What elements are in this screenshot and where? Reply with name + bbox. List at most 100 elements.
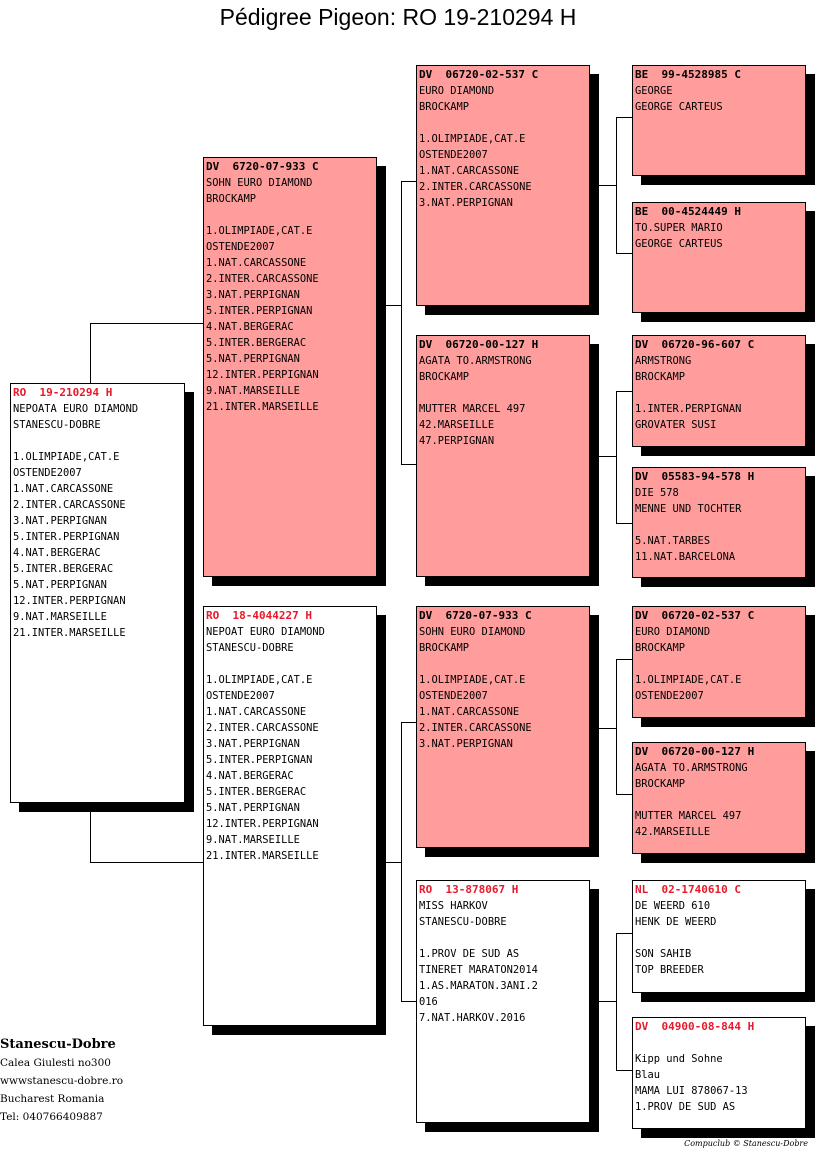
connector-line: [377, 862, 402, 863]
pigeon-info-line: 3.NAT.PERPIGNAN: [206, 289, 300, 301]
pigeon-info-line: OSTENDE2007: [419, 690, 488, 702]
pigeon-info-line: HENK DE WEERD: [635, 916, 717, 928]
pigeon-info-line: 2.INTER.CARCASSONE: [13, 499, 126, 511]
pigeon-info-line: 1.NAT.CARCASSONE: [419, 165, 520, 177]
pigeon-info-line: 1.NAT.CARCASSONE: [13, 483, 114, 495]
pigeon-info-line: TOP BREEDER: [635, 964, 704, 976]
pigeon-info-line: MAMA LUI 878067-13: [635, 1085, 748, 1097]
pigeon-info-line: 1.NAT.CARCASSONE: [206, 706, 307, 718]
pigeon-info-line: BROCKAMP: [206, 193, 257, 205]
pigeon-info-line: NEPOAT EURO DIAMOND: [206, 626, 325, 638]
pigeon-info-line: 1.OLIMPIADE,CAT.E: [206, 225, 313, 237]
connector-line: [616, 1070, 632, 1071]
pigeon-info-line: [635, 385, 805, 401]
ring-number: NL 02-1740610 C: [635, 883, 741, 896]
ring-number: BE 99-4528985 C: [635, 68, 741, 81]
connector-line: [598, 1001, 616, 1002]
pigeon-info-line: [419, 115, 589, 131]
pigeon-info-line: 4.NAT.BERGERAC: [206, 770, 294, 782]
owner-city: Bucharest Romania: [0, 1093, 105, 1105]
copyright-note: Compuclub © Stanescu-Dobre: [684, 1139, 808, 1148]
ring-number: RO 13-878067 H: [419, 883, 519, 896]
pigeon-info-line: 5.NAT.PERPIGNAN: [13, 579, 107, 591]
ring-number: RO 19-210294 H: [13, 386, 113, 399]
pigeon-info-line: 7.NAT.HARKOV.2016: [419, 1012, 526, 1024]
pigeon-info-line: SON SAHIB: [635, 948, 692, 960]
connector-line: [401, 464, 417, 465]
pigeon-info-line: [635, 792, 805, 808]
pigeon-info-line: [419, 385, 589, 401]
pigeon-info-line: 1.OLIMPIADE,CAT.E: [206, 674, 313, 686]
connector-line: [616, 391, 617, 524]
ring-number: DV 05583-94-578 H: [635, 470, 755, 483]
pigeon-info-line: BROCKAMP: [419, 642, 470, 654]
pigeon-info-line: 1.OLIMPIADE,CAT.E: [419, 133, 526, 145]
pigeon-info-line: [206, 656, 376, 672]
pigeon-info-line: STANESCU-DOBRE: [13, 419, 101, 431]
pigeon-info-line: 3.NAT.PERPIGNAN: [419, 197, 513, 209]
pigeon-info-line: 9.NAT.MARSEILLE: [13, 611, 107, 623]
connector-line: [401, 1001, 417, 1002]
ring-number: DV 06720-00-127 H: [635, 745, 755, 758]
pigeon-info-line: DE WEERD 610: [635, 900, 711, 912]
pigeon-info-line: [635, 930, 805, 946]
pigeon-info-line: 42.MARSEILLE: [419, 419, 495, 431]
pigeon-info-line: 12.INTER.PERPIGNAN: [13, 595, 126, 607]
connector-line: [385, 305, 402, 306]
pigeon-info-line: BROCKAMP: [419, 371, 470, 383]
pigeon-info-line: 1.OLIMPIADE,CAT.E: [419, 674, 526, 686]
pigeon-info-line: 1.OLIMPIADE,CAT.E: [635, 674, 742, 686]
owner-website: wwwstanescu-dobre.ro: [0, 1075, 124, 1087]
pigeon-info-line: 5.NAT.PERPIGNAN: [206, 802, 300, 814]
pigeon-info-line: 1.NAT.CARCASSONE: [419, 706, 520, 718]
connector-line: [616, 933, 632, 934]
pigeon-info-line: MISS HARKOV: [419, 900, 488, 912]
pigeon-info-line: SOHN EURO DIAMOND: [419, 626, 526, 638]
pigeon-info-line: OSTENDE2007: [419, 149, 488, 161]
pigeon-info-line: 4.NAT.BERGERAC: [13, 547, 101, 559]
pigeon-info-line: EURO DIAMOND: [635, 626, 711, 638]
pigeon-info-line: 5.NAT.PERPIGNAN: [206, 353, 300, 365]
pigeon-info-line: 3.NAT.PERPIGNAN: [13, 515, 107, 527]
pigeon-info-line: TO.SUPER MARIO: [635, 222, 723, 234]
pigeon-info-line: OSTENDE2007: [206, 690, 275, 702]
connector-line: [616, 659, 617, 795]
ring-number: DV 06720-96-607 C: [635, 338, 755, 351]
pigeon-info-line: DIE 578: [635, 487, 679, 499]
pigeon-info-line: 5.INTER.PERPIGNAN: [206, 754, 313, 766]
pigeon-info-line: AGATA TO.ARMSTRONG: [419, 355, 532, 367]
pigeon-info-line: [635, 1035, 805, 1051]
pigeon-info-line: 5.INTER.PERPIGNAN: [13, 531, 120, 543]
pigeon-info-line: 3.NAT.PERPIGNAN: [419, 738, 513, 750]
pigeon-info-line: 5.INTER.BERGERAC: [206, 337, 307, 349]
pigeon-info-line: 11.NAT.BARCELONA: [635, 551, 736, 563]
pigeon-info-line: OSTENDE2007: [206, 241, 275, 253]
ring-number: DV 6720-07-933 C: [206, 160, 319, 173]
connector-line: [616, 117, 617, 254]
pigeon-info-line: 1.PROV DE SUD AS: [635, 1101, 736, 1113]
connector-line: [401, 722, 402, 1002]
pigeon-info-line: EURO DIAMOND: [419, 85, 495, 97]
connector-line: [90, 810, 91, 863]
pigeon-info-line: 2.INTER.CARCASSONE: [206, 273, 319, 285]
connector-line: [616, 523, 632, 524]
pigeon-info-line: 21.INTER.MARSEILLE: [13, 627, 126, 639]
pigeon-info-line: [635, 656, 805, 672]
pigeon-info-line: STANESCU-DOBRE: [206, 642, 294, 654]
pigeon-info-line: 5.INTER.PERPIGNAN: [206, 305, 313, 317]
pigeon-info-line: OSTENDE2007: [635, 690, 704, 702]
pigeon-info-line: BROCKAMP: [419, 101, 470, 113]
connector-line: [90, 862, 204, 863]
owner-address: Calea Giulesti no300: [0, 1057, 111, 1069]
pigeon-info-line: NEPOATA EURO DIAMOND: [13, 403, 139, 415]
pigeon-info-line: [419, 930, 589, 946]
connector-line: [90, 323, 91, 383]
